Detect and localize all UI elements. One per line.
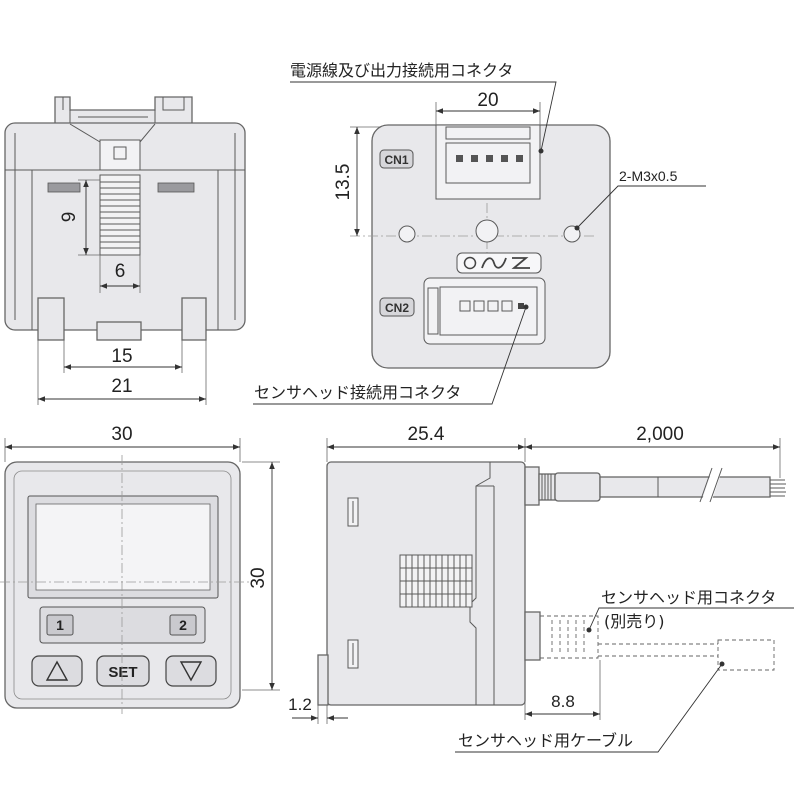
depth-dimension: 25.4 (408, 424, 445, 445)
front-bezel (13, 470, 232, 700)
sensor-head-connector-note: (別売り) (604, 612, 665, 631)
sensor-connector-label: センサヘッド接続用コネクタ (254, 383, 461, 402)
set-button (96, 655, 150, 687)
output-1-key (46, 614, 74, 636)
cn1-latch (445, 126, 531, 140)
power-connector-label: 電源線及び出力接続用コネクタ (290, 61, 513, 80)
sensor-connector-leader-dot (523, 304, 529, 310)
mounting-holes-leader (576, 185, 706, 229)
front-centerlines (0, 455, 250, 714)
right-slot (157, 182, 195, 193)
output-1-label: 1 (56, 617, 64, 633)
mounting-holes-leader-dot (574, 225, 580, 231)
rib-ladder (99, 174, 141, 256)
cn1-pins (456, 155, 523, 162)
foot-outer-dimension: 21 (111, 376, 132, 397)
cable-exit (524, 466, 540, 506)
clip-center-square (113, 146, 127, 160)
sensor-head (717, 639, 775, 671)
up-button (31, 655, 83, 687)
logo-frame (456, 252, 542, 274)
cn2-pins (459, 300, 513, 312)
rib-height-extension-lines (78, 179, 100, 256)
logo-shapes (481, 257, 530, 269)
top-view: 9 6 15 21 (4, 96, 246, 405)
cable (599, 476, 771, 498)
down-triangle-icon (179, 661, 203, 682)
cn1-label: CN1 (384, 153, 408, 167)
foot-outer-extension-lines (37, 340, 207, 405)
rib-height-dimension: 9 (59, 212, 80, 223)
down-button (165, 655, 217, 687)
center-hole (475, 219, 499, 243)
cable-length-dimension: 2,000 (636, 424, 684, 445)
front-width-dimension: 30 (111, 424, 132, 445)
left-foot (37, 297, 65, 341)
set-button-label: SET (108, 664, 137, 681)
sensor-head-cable-leader-dot (719, 661, 725, 667)
back-view: CN1 CN2 20 13.5 電源線及び出力接続用コネクタ 2-M3x0.5 (253, 61, 706, 405)
strain-relief-rings (541, 474, 552, 500)
cn2-label: CN2 (385, 301, 409, 315)
sensor-head-connector-leader (588, 607, 794, 631)
bezel-dimension: 1.2 (288, 695, 312, 714)
front-view: 1 2 SET 30 30 (0, 424, 280, 714)
sensor-head-connector-label: センサヘッド用コネクタ (601, 588, 776, 607)
connector-dimension: 8.8 (551, 692, 575, 711)
output-2-key (169, 614, 197, 636)
maker-logo (456, 252, 542, 274)
mounting-hole-left (398, 225, 416, 243)
depth-extension-lines (326, 438, 526, 462)
power-connector-leader-dot (538, 148, 544, 154)
sensor-connector-leader (253, 306, 527, 405)
side-step-profile (469, 462, 495, 705)
sensor-head-connector-ridges (551, 620, 585, 654)
cable-wires (770, 479, 786, 497)
mounting-clip-detail (62, 97, 185, 124)
power-connector-leader (290, 81, 557, 152)
sensor-head-connector-leader-dot (586, 627, 592, 633)
display-screen (35, 503, 211, 591)
hole-height-dimension: 13.5 (333, 164, 354, 201)
cable-break-symbol (699, 467, 723, 503)
clip-center-block (99, 139, 141, 171)
sensor-head-cable-label: センサヘッド用ケーブル (458, 731, 633, 750)
up-triangle-icon (45, 660, 69, 681)
cable-boot (554, 472, 601, 502)
cn2-pin-marker (518, 303, 524, 309)
cn1-badge (379, 149, 414, 169)
output-indicator-strip (39, 606, 206, 644)
left-slot (47, 182, 81, 193)
logo-mark (463, 256, 477, 270)
sensor-port (524, 611, 541, 661)
cable-break-gap (702, 470, 722, 500)
sensor-head-connector (539, 615, 599, 659)
front-bezel-foot (317, 654, 329, 706)
foot-inner-dimension: 15 (111, 346, 132, 367)
side-view: 25.4 2,000 1.2 8.8 センサヘッド用コネクタ (別売り) センサ… (288, 424, 794, 753)
output-2-label: 2 (179, 617, 187, 633)
cn2-socket (439, 286, 538, 336)
right-foot (181, 297, 207, 341)
rib-lines (100, 181, 140, 249)
front-height-dimension: 30 (248, 567, 269, 588)
bezel-extension-lines (317, 705, 328, 724)
cn1-socket (445, 142, 531, 184)
center-foot (96, 321, 142, 341)
connector-width-dimension: 20 (477, 90, 498, 111)
side-rib-lines (400, 555, 472, 607)
rib-width-dimension: 6 (115, 261, 126, 282)
cn2-badge (379, 297, 415, 317)
sensor-head-cable-leader (455, 663, 723, 753)
cable-strain-relief (538, 473, 556, 501)
front-width-extension-lines (4, 438, 241, 462)
sensor-head-cable (598, 643, 718, 657)
mounting-holes-label: 2-M3x0.5 (619, 168, 678, 184)
cn2-latch (427, 287, 439, 335)
connector-extension-lines (524, 660, 601, 720)
